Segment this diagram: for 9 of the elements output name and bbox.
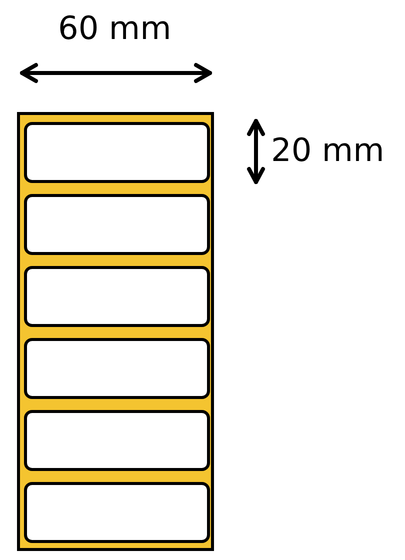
label-blank [24, 482, 210, 543]
label-sheet [17, 112, 214, 551]
label-blank [24, 122, 210, 183]
label-blank [24, 410, 210, 471]
dimension-label: 60 mm [58, 12, 172, 44]
label-blank [24, 338, 210, 399]
label-blank [24, 194, 210, 255]
label-blank [24, 266, 210, 327]
dimension-label: 20 mm [271, 134, 384, 166]
